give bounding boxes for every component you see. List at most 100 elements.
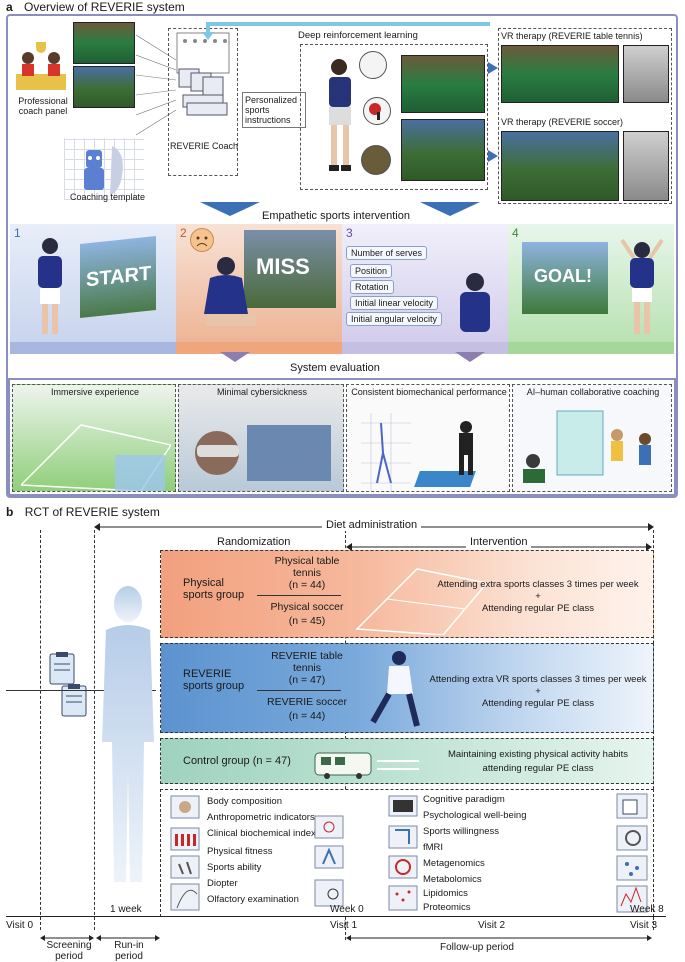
timeline-line-week0	[345, 530, 346, 940]
physical-group-label: Physical sports group	[183, 577, 245, 601]
goal-screen: GOAL!	[522, 242, 608, 314]
step-2-number: 2	[180, 226, 187, 240]
athlete-box	[300, 44, 488, 190]
start-screen: START	[80, 236, 156, 318]
control-bus-drawing	[314, 752, 419, 779]
measure-olfactory: Olfactory examination	[207, 894, 299, 905]
vr-table-tennis-label: VR therapy (REVERIE table tennis)	[501, 31, 643, 41]
coach-panel-figure	[14, 38, 68, 94]
thumb-fan-lines	[75, 39, 167, 140]
eval-coaching: AI–human collaborative coaching	[512, 384, 672, 492]
physical-field-drawing	[355, 568, 487, 635]
reverie-player-drawing	[370, 651, 420, 727]
human-silhouette	[96, 582, 160, 902]
panel-a-header: a Overview of REVERIE system	[6, 0, 185, 14]
measure-body-composition: Body composition	[207, 796, 282, 807]
vr-table-tennis-photo	[623, 45, 669, 103]
reverie-desc2: Attending regular PE class	[482, 698, 594, 709]
panel-a-frame	[6, 14, 678, 498]
eval-cybersickness-label: Minimal cybersickness	[216, 387, 308, 397]
measure-icons-right	[387, 794, 421, 912]
eval-immersive: Immersive experience	[12, 384, 176, 492]
clipboard-icons	[48, 652, 90, 718]
reverie-group-box: REVERIE sports group REVERIE table tenni…	[160, 643, 654, 733]
athlete-figure	[329, 59, 351, 171]
screening-arrow	[40, 930, 94, 941]
coaching-template-label: Coaching template	[70, 192, 146, 202]
visit2-label: Visit 2	[478, 920, 506, 931]
timeline-line-visit0	[40, 530, 41, 930]
measure-icons-mid-left	[311, 814, 347, 910]
reverie-desc1: Attending extra VR sports classes 3 time…	[429, 674, 647, 685]
week8-label: Week 8	[630, 904, 664, 915]
evaluation-strip: Immersive experience Minimal cybersickne…	[8, 378, 676, 496]
physical-tt-label: Physical table tennis	[274, 555, 340, 579]
measure-diopter: Diopter	[207, 878, 238, 889]
reverie-plus: +	[535, 686, 541, 697]
step-4-number: 4	[512, 226, 519, 240]
goal-text: GOAL!	[534, 266, 592, 286]
fan-lines	[135, 30, 177, 140]
step-3-panel: 3 Number of serves Position Rotation Ini…	[342, 224, 508, 342]
vr-soccer-photo	[623, 131, 669, 201]
measure-metagenomics: Metagenomics	[423, 858, 485, 869]
reverie-coach-label: REVERIE Coach	[169, 141, 239, 151]
vr-soccer-label: VR therapy (REVERIE soccer)	[501, 117, 624, 127]
vr-soccer-image	[501, 131, 619, 201]
physical-divider	[257, 595, 341, 596]
visit0-label: Visit 0	[6, 920, 34, 931]
reverie-group-label: REVERIE sports group	[183, 668, 245, 692]
measure-icons-far-right	[613, 792, 651, 914]
step-4-bar	[508, 342, 674, 354]
step-4-player	[620, 238, 664, 334]
control-desc2: attending regular PE class	[482, 763, 594, 774]
physical-desc2: Attending regular PE class	[482, 603, 594, 614]
step-1-panel: 1 START	[10, 224, 176, 342]
followup-arrow	[346, 930, 652, 941]
thumb-soccer	[73, 66, 135, 108]
runin-label: Run-in period	[114, 940, 144, 962]
measure-metabolomics: Metabolomics	[423, 874, 482, 885]
start-text: START	[86, 262, 152, 292]
measure-psychological: Psychological well-being	[423, 810, 527, 821]
coach-panel-label: Professional coach panel	[18, 96, 68, 116]
therapy-arrows	[488, 58, 500, 178]
measure-clinical: Clinical biochemical indexes	[207, 828, 326, 839]
evaluation-arrows	[200, 352, 500, 366]
timeline-line-week-minus1	[94, 530, 95, 930]
physical-tt-n: (n = 44)	[288, 579, 326, 591]
reverie-soccer-label: REVERIE soccer	[267, 696, 347, 708]
week0-label: Week 0	[330, 904, 364, 915]
step-1-player	[38, 238, 62, 334]
physical-group-box: Physical sports group Physical table ten…	[160, 550, 654, 638]
param-initial-linear-velocity: Initial linear velocity	[350, 296, 439, 310]
steps-strip: 1 START 2 MISS 3 Number of serves Positi…	[10, 224, 674, 354]
personalized-instructions: Personalized sports instructions	[242, 92, 306, 128]
rl-table-tennis-image	[401, 55, 485, 113]
randomization-label: Randomization	[217, 536, 291, 548]
physical-soccer-n: (n = 45)	[288, 615, 326, 627]
eval-coaching-label: AI–human collaborative coaching	[526, 387, 660, 397]
measure-physical-fitness: Physical fitness	[207, 846, 273, 857]
panel-b-letter: b	[6, 505, 14, 519]
physical-soccer-label: Physical soccer	[270, 601, 344, 613]
physical-desc1: Attending extra sports classes 3 times p…	[437, 579, 639, 590]
step-4-panel: 4 GOAL!	[508, 224, 674, 342]
thumb-table-tennis	[73, 22, 135, 64]
param-number-of-serves: Number of serves	[346, 246, 428, 260]
measure-proteomics: Proteomics	[423, 902, 471, 913]
reverie-coach-box: REVERIE Coach	[168, 28, 238, 176]
paddle-icon	[363, 97, 391, 125]
control-group-label: Control group (n = 47)	[183, 755, 291, 767]
one-week-label: 1 week	[110, 904, 142, 915]
physical-plus: +	[535, 591, 541, 602]
step-3-player	[460, 273, 490, 332]
eval-immersive-label: Immersive experience	[50, 387, 140, 397]
eval-cybersickness: Minimal cybersickness	[178, 384, 344, 492]
panel-b-title: RCT of REVERIE system	[24, 505, 160, 519]
param-rotation: Rotation	[350, 280, 394, 294]
miss-screen: MISS	[244, 230, 336, 308]
measures-box: Body composition Anthropometric indicato…	[160, 789, 654, 917]
diet-label: Diet administration	[322, 519, 422, 531]
measure-fmri: fMRI	[423, 842, 444, 853]
